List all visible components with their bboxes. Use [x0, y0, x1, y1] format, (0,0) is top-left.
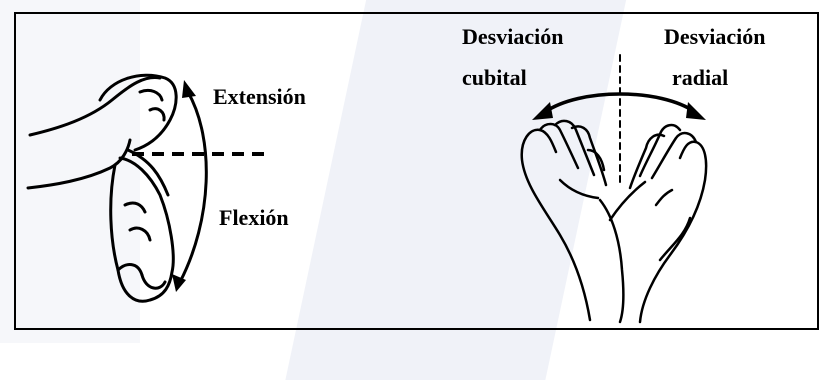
figure-frame: Extensión Flexión Desviación cubital Des…	[0, 0, 835, 343]
figure-border	[14, 12, 819, 330]
